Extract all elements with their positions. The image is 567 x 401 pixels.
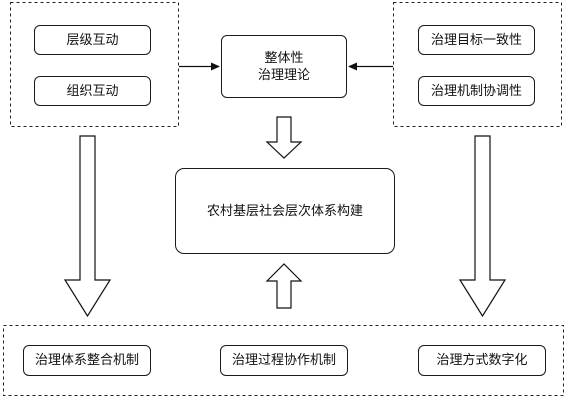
- center-box: 农村基层社会层次体系构建: [175, 168, 395, 254]
- right-item-box: 治理机制协调性: [418, 76, 535, 106]
- left-to-bottom-arrow: [63, 135, 112, 318]
- theory-line-2: 治理理论: [257, 67, 310, 83]
- left-item-label: 组织互动: [66, 83, 119, 99]
- left-to-theory-arrow: [179, 62, 220, 71]
- bottom-item-box: 治理体系整合机制: [23, 345, 151, 376]
- bottom-group-frame: [3, 325, 564, 396]
- bottom-item-box: 治理过程协作机制: [220, 345, 348, 376]
- bottom-item-label: 治理过程协作机制: [231, 353, 336, 368]
- left-item-box: 组织互动: [34, 76, 151, 106]
- left-item-label: 层级互动: [66, 32, 119, 48]
- theory-to-center-arrow: [265, 116, 303, 159]
- left-group-frame: [10, 2, 179, 127]
- bottom-item-label: 治理方式数字化: [436, 353, 528, 368]
- right-to-theory-arrow: [348, 62, 393, 71]
- bottom-item-box: 治理方式数字化: [418, 345, 546, 376]
- center-label: 农村基层社会层次体系构建: [206, 203, 363, 219]
- bottom-item-label: 治理体系整合机制: [34, 353, 139, 368]
- right-item-label: 治理机制协调性: [430, 83, 522, 99]
- right-to-bottom-arrow: [458, 135, 507, 318]
- right-group-frame: [393, 2, 562, 127]
- right-item-label: 治理目标一致性: [430, 32, 522, 48]
- right-item-box: 治理目标一致性: [418, 25, 535, 55]
- left-item-box: 层级互动: [34, 25, 151, 55]
- theory-box: 整体性 治理理论: [221, 35, 347, 98]
- bottom-to-center-arrow: [265, 263, 303, 309]
- theory-line-1: 整体性: [264, 50, 304, 66]
